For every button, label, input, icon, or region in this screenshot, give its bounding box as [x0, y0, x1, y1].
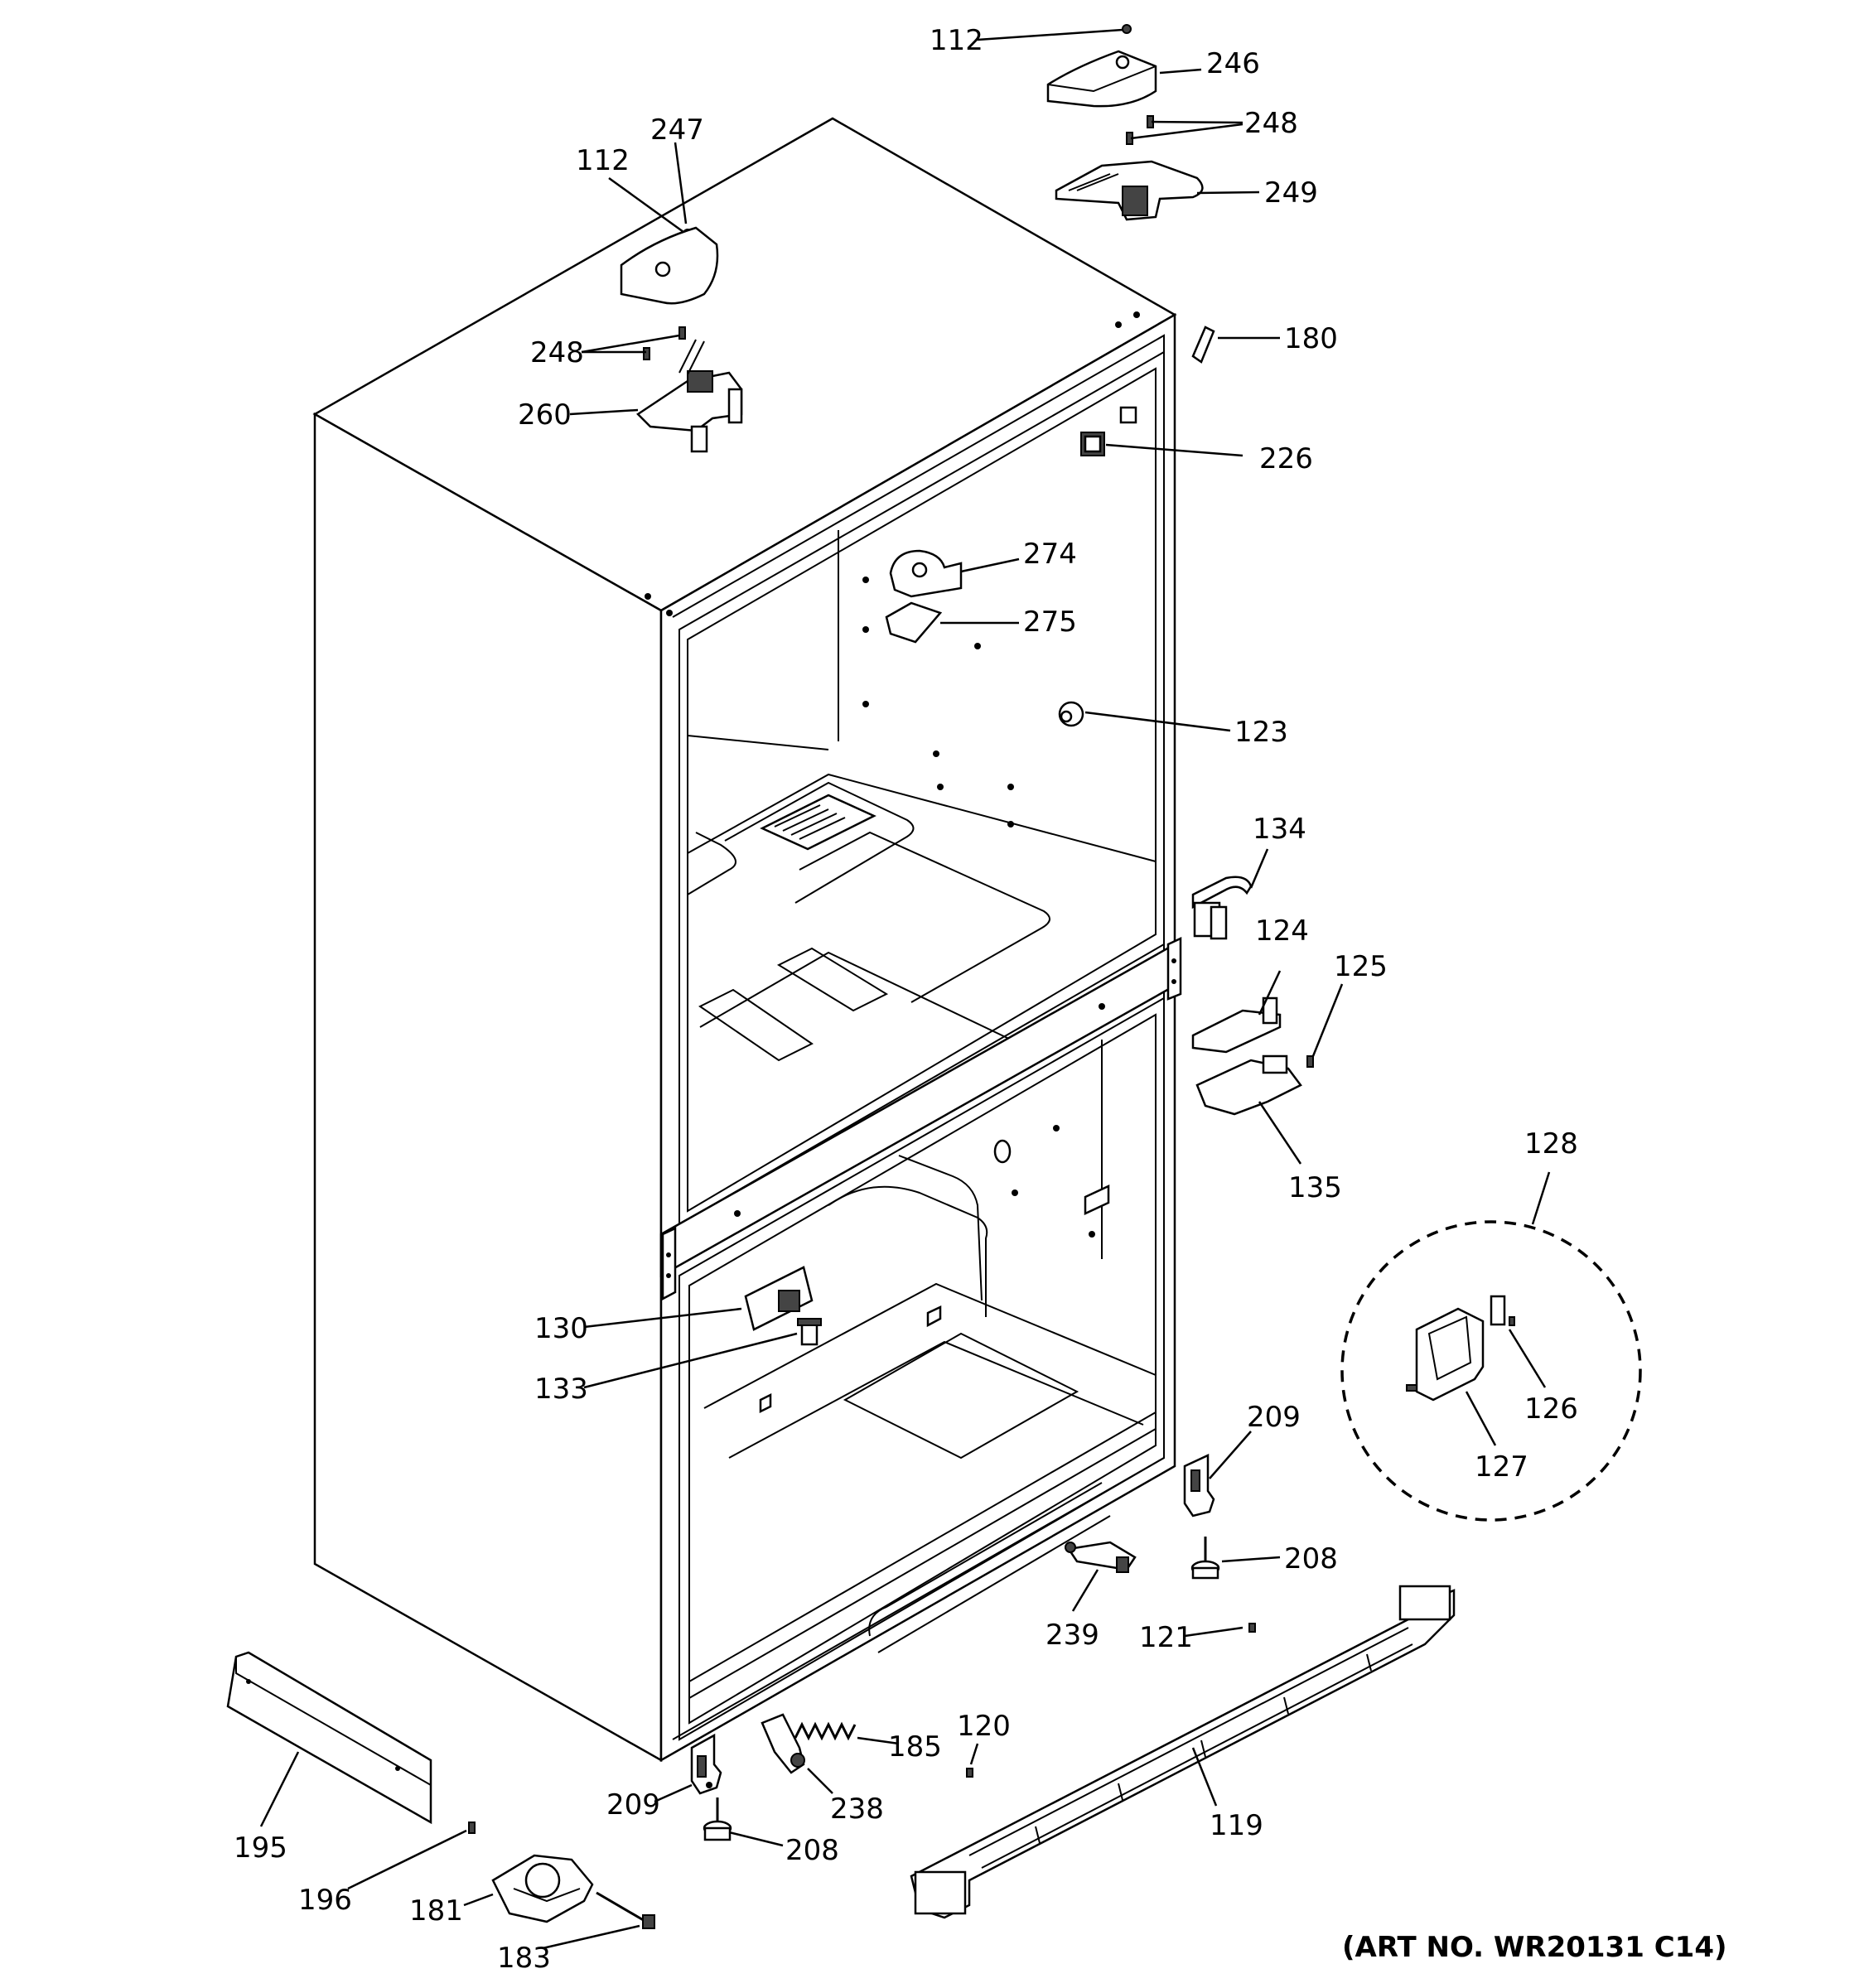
cover-275	[885, 601, 943, 644]
left-hinge-cover	[620, 226, 719, 305]
callout-246: 246	[1206, 47, 1260, 80]
callout-208: 208	[1284, 1542, 1338, 1575]
light-switch	[1080, 432, 1105, 456]
callout-248: 248	[530, 336, 584, 369]
right-hinge-cover	[1046, 50, 1157, 108]
callout-195: 195	[234, 1831, 287, 1865]
hinge-bracket-130	[744, 1266, 814, 1331]
callout-180: 180	[1284, 322, 1338, 355]
screw-196	[468, 1822, 476, 1834]
callout-249: 249	[1264, 176, 1318, 210]
callout-123: 123	[1234, 716, 1288, 749]
leg-bracket-left	[690, 1733, 722, 1795]
callout-127: 127	[1475, 1450, 1528, 1484]
callout-125: 125	[1334, 950, 1388, 983]
callout-239: 239	[1045, 1619, 1099, 1652]
kickplate	[226, 1651, 432, 1825]
callout-130: 130	[534, 1312, 588, 1345]
screw-125	[1306, 1055, 1314, 1068]
base-grille	[910, 1585, 1456, 1919]
right-hinge	[1055, 160, 1204, 221]
spring-185	[794, 1721, 857, 1741]
pin-133	[797, 1318, 822, 1346]
screw-112-top	[1122, 24, 1132, 34]
callout-275: 275	[1023, 606, 1077, 639]
callout-134: 134	[1253, 813, 1306, 846]
screws-248-right	[1126, 115, 1154, 145]
callout-119: 119	[1210, 1809, 1263, 1842]
roller-239	[1065, 1541, 1137, 1573]
callout-124: 124	[1255, 914, 1309, 948]
callout-185: 185	[888, 1730, 942, 1764]
assembly-128	[1340, 1220, 1642, 1522]
callout-209: 209	[606, 1788, 660, 1822]
callout-112: 112	[930, 24, 983, 57]
bumper-123	[1058, 701, 1084, 727]
callout-133: 133	[534, 1373, 588, 1406]
callout-112: 112	[576, 144, 630, 177]
refrigerator-cabinet	[312, 117, 1177, 1763]
freezer-compartment	[678, 996, 1165, 1741]
roller-238	[761, 1713, 805, 1774]
art-number: (ART NO. WR20131 C14)	[1342, 1931, 1727, 1964]
leveling-leg-left	[703, 1797, 732, 1841]
screw-120	[966, 1768, 973, 1778]
callout-226: 226	[1259, 442, 1313, 475]
leveling-leg-right	[1190, 1537, 1220, 1580]
callout-120: 120	[957, 1710, 1011, 1743]
callout-126: 126	[1524, 1392, 1578, 1426]
hinge-135	[1195, 1054, 1302, 1116]
callout-121: 121	[1139, 1621, 1193, 1654]
callout-260: 260	[518, 398, 572, 432]
callout-135: 135	[1288, 1171, 1342, 1204]
callout-274: 274	[1023, 538, 1077, 571]
hinge-bracket-124	[1191, 996, 1282, 1054]
callout-248: 248	[1244, 107, 1298, 140]
clip-180	[1191, 326, 1215, 364]
callout-208: 208	[785, 1834, 839, 1867]
fresh-food-compartment	[678, 350, 1165, 1226]
roller-assembly-181	[491, 1854, 594, 1923]
left-hinge	[636, 339, 743, 453]
screws-248-left	[643, 326, 686, 360]
callout-238: 238	[830, 1793, 884, 1826]
screw-121	[1248, 1623, 1256, 1633]
callout-183: 183	[497, 1942, 551, 1975]
callout-209: 209	[1247, 1401, 1301, 1434]
mullion	[659, 937, 1182, 1301]
bracket-134	[1191, 876, 1253, 940]
callout-196: 196	[298, 1884, 352, 1917]
callout-labels: 112 246 248 249 112 247 248 260 180 226 …	[234, 24, 1578, 1975]
callout-128: 128	[1524, 1127, 1578, 1160]
bolt-183	[596, 1891, 655, 1929]
leader-lines	[259, 28, 1551, 1950]
damper-274	[889, 549, 963, 598]
callout-247: 247	[650, 113, 704, 147]
callout-181: 181	[409, 1894, 463, 1928]
leg-bracket-right	[1183, 1454, 1215, 1518]
